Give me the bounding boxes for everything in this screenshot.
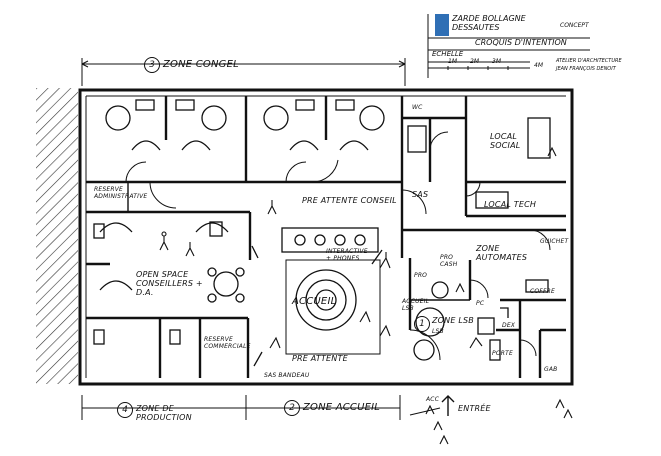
zone1-number: 1 (414, 316, 430, 332)
title-line4: CROQUIS D'INTENTION (475, 38, 567, 47)
room-reserve: RESERVE ADMINISTRATIVE (94, 186, 148, 200)
room-reserve-commerciale: RESERVE COMMERCIALE (204, 336, 251, 350)
zone4-number: 4 (117, 402, 133, 418)
room-interactive: INTERACTIVE + PHONES (326, 248, 368, 262)
room-open-space: OPEN SPACE CONSEILLERS + D.A. (136, 270, 203, 297)
room-local-social: LOCAL SOCIAL (490, 132, 521, 150)
hatched-wall (36, 88, 78, 384)
room-wc: WC (412, 104, 423, 111)
room-entree: ENTRÉE (458, 404, 491, 413)
title-line3: CONCEPT (560, 22, 589, 29)
room-porte: PORTE (492, 350, 513, 357)
room-gab: GAB (544, 366, 558, 373)
title-line2: DESSAUTES (452, 23, 500, 32)
title-note1: ATELIER D'ARCHITECTURE (556, 58, 622, 64)
zone3-number: 3 (144, 57, 160, 73)
scale-value-1: 1M (448, 58, 457, 65)
room-coffre: COFFRE (530, 288, 555, 295)
door-swings (125, 131, 551, 361)
room-acc: ACC (426, 396, 440, 403)
scale-label: ECHELLE (432, 50, 464, 58)
furniture-accueil (251, 227, 383, 367)
scale-value-4: 4M (534, 62, 543, 69)
people-figures (159, 146, 573, 445)
room-sas-bandeau: SAS BANDEAU (264, 372, 310, 379)
room-pre-attente: PRE ATTENTE (292, 354, 348, 363)
dimension-lines (81, 58, 441, 420)
room-sas: SAS (412, 190, 429, 199)
room-accueil: ACCUEIL (292, 296, 337, 307)
logo-square (435, 14, 449, 36)
room-accueil-lsb: ACCUEIL LSB (402, 298, 430, 312)
title-block (427, 14, 590, 78)
title-note2: JEAN FRANÇOIS DENOIT (556, 66, 616, 72)
furniture-open-space (93, 221, 245, 345)
zone2-label: ZONE ACCUEIL (303, 402, 381, 413)
room-pro-cash: PRO CASH (440, 254, 458, 268)
room-guichet: GUICHET (540, 238, 569, 245)
room-attente-conseil: PRE ATTENTE CONSEIL (302, 196, 397, 205)
room-local-tech: LOCAL TECH (484, 200, 537, 209)
room-pro: PRO (414, 272, 428, 279)
zone2-number: 2 (284, 400, 300, 416)
room-pc: PC (476, 300, 485, 307)
room-lsb: LSB (432, 328, 444, 335)
scale-value-3: 3M (492, 58, 501, 65)
zone3-label: ZONE CONGEL (163, 59, 239, 70)
title-line1: ZARDE BOLLAGNE (452, 14, 526, 23)
zone1-label: ZONE LSB (432, 316, 474, 325)
room-dex: DEX (502, 322, 516, 329)
furniture-top (105, 99, 551, 209)
zone4-label: ZONE DE PRODUCTION (136, 404, 192, 422)
scale-value-2: 2M (470, 58, 479, 65)
room-zone-automates: ZONE AUTOMATES (476, 244, 528, 262)
entry-arrow (441, 395, 455, 416)
